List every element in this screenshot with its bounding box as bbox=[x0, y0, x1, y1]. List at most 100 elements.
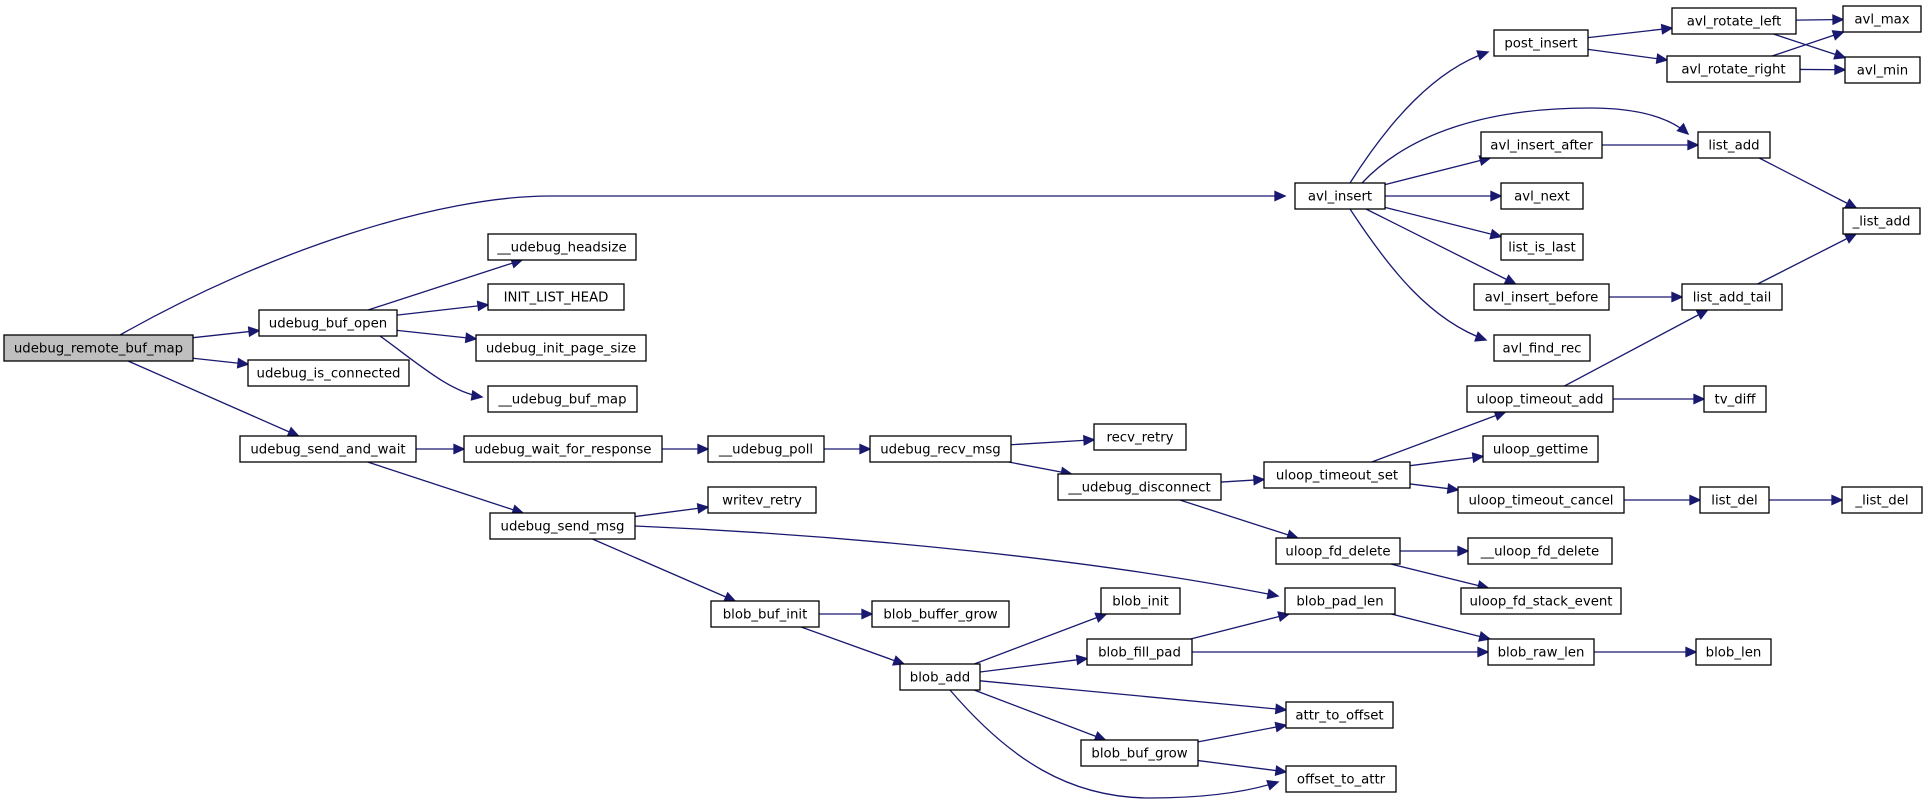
node-blob-fill-pad[interactable]: blob_fill_pad bbox=[1086, 638, 1193, 666]
node-attr-to-offset[interactable]: attr_to_offset bbox=[1285, 701, 1394, 729]
edge-arrowhead bbox=[1685, 646, 1698, 658]
node-uloop-fd-delete[interactable]: uloop_fd_delete bbox=[1275, 537, 1401, 565]
edge-arrowhead bbox=[1075, 654, 1089, 666]
node-blob-buf-grow[interactable]: blob_buf_grow bbox=[1080, 739, 1199, 767]
node-blob-pad-len[interactable]: blob_pad_len bbox=[1284, 587, 1396, 615]
node-udebug-remote-buf-map[interactable]: udebug_remote_buf_map bbox=[3, 334, 194, 362]
node-blob-buffer-grow[interactable]: blob_buffer_grow bbox=[871, 600, 1010, 628]
edge-post_insert-to-avl_rotate_right bbox=[1587, 48, 1669, 65]
node-avl-insert[interactable]: avl_insert bbox=[1294, 182, 1386, 210]
edge-arrowhead bbox=[453, 443, 466, 455]
node-box bbox=[247, 359, 410, 387]
edge-line bbox=[634, 506, 709, 518]
node-udebug-send-msg[interactable]: udebug_send_msg bbox=[489, 512, 636, 540]
edge-__udebug_disconnect-to-uloop_timeout_set bbox=[1220, 474, 1266, 486]
node-label: avl_insert bbox=[1308, 190, 1372, 205]
edge-arrowhead bbox=[1833, 49, 1847, 60]
node-avl-rotate-left[interactable]: avl_rotate_left bbox=[1671, 7, 1797, 35]
edge-line bbox=[1758, 157, 1857, 209]
node-udebug-wait-for-response[interactable]: udebug_wait_for_response bbox=[463, 435, 663, 463]
edge-line bbox=[634, 525, 1279, 597]
node-avl-min[interactable]: avl_min bbox=[1844, 56, 1921, 84]
node-writev-retry[interactable]: writev_retry bbox=[707, 486, 817, 514]
node-box bbox=[1466, 385, 1614, 413]
edge-blob_add-to-blob_fill_pad bbox=[979, 654, 1089, 673]
node-avl-max[interactable]: avl_max bbox=[1842, 5, 1922, 33]
node-box bbox=[1284, 587, 1396, 615]
edge-line bbox=[1349, 208, 1487, 341]
node-blob-raw-len[interactable]: blob_raw_len bbox=[1487, 638, 1595, 666]
node-box bbox=[1086, 638, 1193, 666]
node-uloop-gettime[interactable]: uloop_gettime bbox=[1482, 435, 1599, 463]
node-udebug-disconnect[interactable]: __udebug_disconnect bbox=[1057, 473, 1222, 501]
node-udebug-send-and-wait[interactable]: udebug_send_and_wait bbox=[239, 435, 417, 463]
edge-blob_add-to-offset_to_attr bbox=[949, 689, 1280, 799]
node-list-add[interactable]: list_add bbox=[1697, 131, 1771, 159]
node-label: avl_rotate_left bbox=[1687, 15, 1782, 30]
node-udebug-buf-open[interactable]: udebug_buf_open bbox=[258, 309, 398, 337]
edge-arrowhead bbox=[286, 426, 300, 437]
node-list-del[interactable]: list_del bbox=[1699, 486, 1770, 514]
edge-arrowhead bbox=[1832, 14, 1845, 26]
edge-udebug_send_msg-to-blob_buf_init bbox=[592, 538, 737, 602]
edge-arrowhead bbox=[1693, 393, 1706, 405]
node-udebug-recv-msg[interactable]: udebug_recv_msg bbox=[869, 435, 1012, 463]
edge-arrowhead bbox=[1843, 233, 1858, 244]
node-list-add[interactable]: _list_add bbox=[1842, 207, 1921, 235]
node-udebug-init-page-size[interactable]: udebug_init_page_size bbox=[475, 334, 647, 362]
node-uloop-fd-delete[interactable]: __uloop_fd_delete bbox=[1467, 537, 1613, 565]
node-label: __udebug_buf_map bbox=[497, 393, 626, 408]
node-offset-to-attr[interactable]: offset_to_attr bbox=[1285, 765, 1397, 793]
node-box bbox=[1842, 5, 1922, 33]
node-list-is-last[interactable]: list_is_last bbox=[1500, 233, 1584, 261]
edge-blob_add-to-blob_buf_grow bbox=[973, 689, 1107, 742]
node-blob-add[interactable]: blob_add bbox=[899, 663, 981, 691]
edge-arrowhead bbox=[1671, 291, 1684, 303]
node-post-insert[interactable]: post_insert bbox=[1493, 29, 1589, 57]
node-uloop-timeout-cancel[interactable]: uloop_timeout_cancel bbox=[1457, 486, 1625, 514]
node-box bbox=[1285, 701, 1394, 729]
edge-blob_buf_init-to-blob_add bbox=[800, 626, 906, 666]
node-uloop-timeout-set[interactable]: uloop_timeout_set bbox=[1263, 461, 1411, 489]
node-box bbox=[487, 233, 637, 261]
node-box bbox=[899, 663, 981, 691]
node-INIT-LIST-HEAD[interactable]: INIT_LIST_HEAD bbox=[487, 283, 625, 311]
node-label: tv_diff bbox=[1714, 393, 1756, 408]
edge-line bbox=[1008, 461, 1072, 475]
node-uloop-timeout-add[interactable]: uloop_timeout_add bbox=[1466, 385, 1614, 413]
edge-arrowhead bbox=[470, 389, 484, 401]
node-udebug-headsize[interactable]: __udebug_headsize bbox=[487, 233, 637, 261]
node-list-add-tail[interactable]: list_add_tail bbox=[1681, 283, 1783, 311]
edge-line bbox=[979, 657, 1088, 673]
node-avl-find-rec[interactable]: avl_find_rec bbox=[1493, 334, 1591, 362]
node-label: list_add bbox=[1708, 139, 1759, 154]
node-recv-retry[interactable]: recv_retry bbox=[1093, 423, 1187, 451]
node-box bbox=[1460, 587, 1622, 615]
edge-line bbox=[1349, 51, 1489, 184]
node-label: udebug_remote_buf_map bbox=[14, 342, 183, 357]
node-blob-init[interactable]: blob_init bbox=[1100, 587, 1181, 615]
node-box bbox=[1671, 7, 1797, 35]
edge-blob_add-to-attr_to_offset bbox=[979, 680, 1288, 715]
node-label: _list_add bbox=[1852, 215, 1911, 230]
node-uloop-fd-stack-event[interactable]: uloop_fd_stack_event bbox=[1460, 587, 1622, 615]
node-udebug-is-connected[interactable]: udebug_is_connected bbox=[247, 359, 410, 387]
node-udebug-poll[interactable]: __udebug_poll bbox=[707, 435, 825, 463]
node-label: uloop_timeout_set bbox=[1276, 469, 1398, 484]
node-box bbox=[487, 385, 638, 413]
node-avl-rotate-right[interactable]: avl_rotate_right bbox=[1666, 55, 1801, 83]
node-box bbox=[1500, 182, 1584, 210]
node-avl-insert-after[interactable]: avl_insert_after bbox=[1480, 131, 1603, 159]
node-avl-insert-before[interactable]: avl_insert_before bbox=[1473, 283, 1610, 311]
node-label: list_is_last bbox=[1508, 241, 1575, 256]
node-blob-buf-init[interactable]: blob_buf_init bbox=[710, 600, 820, 628]
node-udebug-buf-map[interactable]: __udebug_buf_map bbox=[487, 385, 638, 413]
node-avl-next[interactable]: avl_next bbox=[1500, 182, 1584, 210]
node-list-del[interactable]: _list_del bbox=[1841, 486, 1923, 514]
edge-arrowhead bbox=[696, 502, 710, 514]
node-label: avl_max bbox=[1854, 13, 1909, 28]
node-box bbox=[463, 435, 663, 463]
edge-udebug_send_msg-to-blob_pad_len bbox=[634, 525, 1280, 600]
node-blob-len[interactable]: blob_len bbox=[1695, 638, 1772, 666]
node-tv-diff[interactable]: tv_diff bbox=[1703, 385, 1767, 413]
